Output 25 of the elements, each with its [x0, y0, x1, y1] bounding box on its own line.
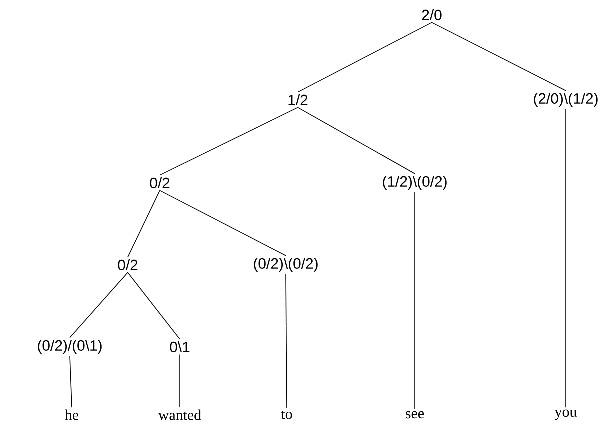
category-label: (0/2)\(0/2) [254, 258, 318, 272]
word: you [554, 410, 577, 420]
tree-branch [128, 190, 160, 258]
category-label: 1/2 [288, 94, 308, 106]
category-label: 0/2 [118, 260, 138, 270]
tree-branch [298, 107, 416, 174]
tree-branch [160, 107, 298, 176]
category-label: (2/0)\(1/2) [534, 93, 598, 107]
tree-branch [70, 356, 72, 408]
category-label: 0/2 [150, 178, 170, 188]
tree-branch [286, 274, 288, 409]
word: he [65, 410, 79, 420]
tree-branch [414, 192, 416, 410]
tree-branch [128, 272, 180, 340]
tree-branch [70, 272, 128, 338]
tree-branch [432, 22, 566, 92]
category-label: (0/2)/(0\1) [38, 340, 102, 354]
category-label: (1/2)\(0/2) [383, 176, 447, 190]
category-label: 0\1 [170, 342, 190, 352]
tree-branch [160, 190, 286, 256]
word: to [281, 410, 292, 420]
category-label: 2/0 [422, 10, 442, 20]
tree-branch [298, 22, 432, 93]
word: wanted [158, 410, 202, 420]
word: see [406, 411, 424, 419]
